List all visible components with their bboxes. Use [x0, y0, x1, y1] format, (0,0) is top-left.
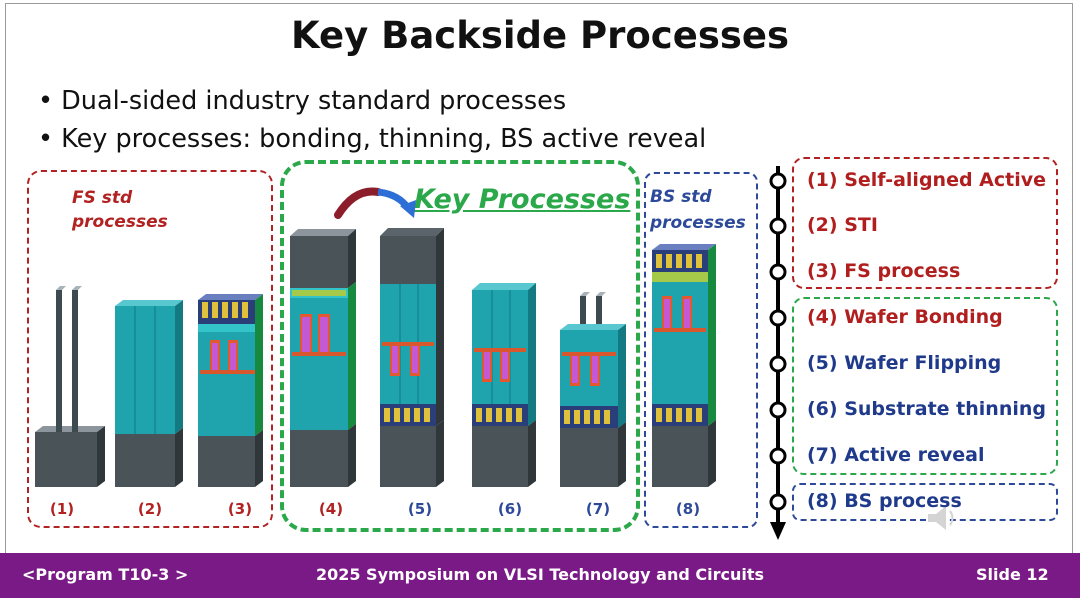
- structure-label: (5): [407, 500, 433, 518]
- structure-3: [198, 294, 263, 487]
- step-fs-process: (3) FS process: [807, 260, 961, 282]
- structure-8: [652, 244, 716, 487]
- step-active-reveal: (7) Active reveal: [807, 444, 985, 466]
- step-wafer-bonding: (4) Wafer Bonding: [807, 306, 1003, 328]
- key-group-label: Key Processes: [414, 184, 631, 215]
- slide-title: Key Backside Processes: [291, 14, 789, 57]
- step-sti: (2) STI: [807, 214, 878, 236]
- structure-label: (7): [585, 500, 611, 518]
- step-bs-process: (8) BS process: [807, 490, 962, 512]
- slide-footer: <Program T10-3 > 2025 Symposium on VLSI …: [0, 553, 1080, 598]
- speaker-icon[interactable]: [928, 506, 954, 530]
- structure-label: (1): [49, 500, 75, 518]
- structure-1: [35, 286, 105, 487]
- step-wafer-flipping: (5) Wafer Flipping: [807, 352, 1002, 374]
- structure-label: (6): [497, 500, 523, 518]
- structure-5: [380, 228, 444, 487]
- process-timeline: [769, 166, 787, 540]
- bullet-item: • Dual-sided industry standard processes: [38, 86, 567, 116]
- bs-group-box: [644, 172, 758, 528]
- steps-bs-box: [792, 483, 1058, 521]
- bs-group-label-line: BS std: [650, 187, 712, 207]
- footer-conference: 2025 Symposium on VLSI Technology and Ci…: [315, 565, 765, 584]
- steps-key-box: [792, 297, 1058, 475]
- structure-2: [115, 300, 183, 487]
- structure-4: [290, 229, 356, 487]
- key-group-box: [280, 160, 640, 532]
- fs-group-label-line: processes: [72, 212, 168, 232]
- bullet-list: • Dual-sided industry standard processes…: [38, 82, 706, 158]
- steps-fs-box: [792, 157, 1058, 289]
- step-substrate-thinning: (6) Substrate thinning: [807, 398, 1046, 420]
- structure-6: [472, 283, 536, 487]
- structure-label: (8): [675, 500, 701, 518]
- bullet-item: • Key processes: bonding, thinning, BS a…: [38, 124, 707, 154]
- bs-group-label: BS std processes: [650, 184, 746, 236]
- structure-label: (4): [318, 500, 344, 518]
- structure-label: (3): [227, 500, 253, 518]
- structure-label: (2): [137, 500, 163, 518]
- footer-slide-number: Slide 12: [976, 565, 1049, 584]
- fs-group-label-line: FS std: [72, 188, 133, 208]
- footer-program: <Program T10-3 >: [22, 565, 189, 584]
- bs-group-label-line: processes: [650, 213, 746, 233]
- fs-group-box: [27, 170, 273, 528]
- step-self-aligned-active: (1) Self-aligned Active: [807, 169, 1047, 191]
- flip-arrow-icon: [334, 187, 416, 219]
- fs-group-label: FS std processes: [72, 186, 168, 234]
- structure-7: [560, 292, 626, 487]
